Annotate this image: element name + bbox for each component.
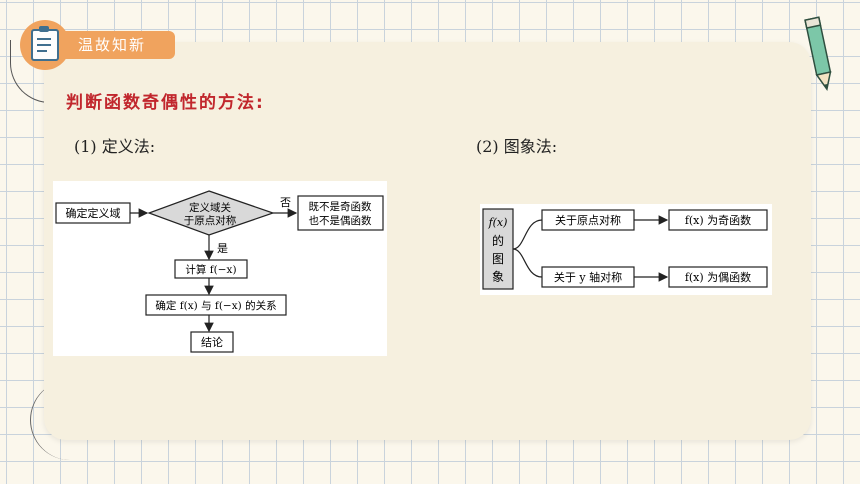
- flow-relation-box: [145, 294, 287, 316]
- flow-no-result-text: 既不是奇函数: [309, 200, 372, 213]
- flow-yes-label: 是: [217, 242, 228, 255]
- branch1-condition-text: 关于原点对称: [555, 213, 621, 227]
- flow-no-result-box: [297, 195, 384, 231]
- clipboard-icon: [31, 26, 59, 61]
- flow-conclusion-text: 结论: [201, 335, 223, 349]
- branch-connector: [512, 248, 543, 278]
- decorative-arc: [30, 380, 71, 460]
- flow-no-label: 否: [280, 196, 291, 209]
- graph-source-text: 图: [492, 252, 504, 266]
- flow-decision-text: 定义域关: [189, 201, 231, 214]
- flow-compute-text: 计算 f(−x): [185, 263, 236, 276]
- branch1-result-text: f(x) 为奇函数: [685, 214, 751, 227]
- flow-decision-text: 于原点对称: [184, 214, 237, 227]
- branch1-result-box: [668, 209, 768, 231]
- method-graph-label: (2) 图象法:: [476, 137, 558, 156]
- flow-no-result-text: 也不是偶函数: [309, 214, 372, 227]
- flow-start-text: 确定定义域: [66, 206, 121, 220]
- pencil-icon: [804, 16, 832, 91]
- branch-connector: [512, 219, 543, 250]
- section-badge-label: 温故知新: [56, 31, 175, 59]
- branch2-result-box: [668, 266, 768, 288]
- flow-conclusion-box: [190, 331, 234, 353]
- graph-source-text: 象: [492, 270, 504, 284]
- definition-flowchart: 确定定义域 定义域关 于原点对称 否 既不是奇函数 也不是偶函数 是 计算 f(…: [53, 181, 387, 356]
- branch2-result-text: f(x) 为偶函数: [685, 271, 751, 284]
- flow-compute-box: [174, 259, 248, 279]
- page-heading: 判断函数奇偶性的方法:: [66, 93, 265, 113]
- graph-source-box: [482, 208, 514, 290]
- section-badge: [20, 20, 70, 70]
- graph-source-text: 的: [492, 233, 504, 248]
- flow-relation-text: 确定 f(x) 与 f(−x) 的关系: [155, 299, 276, 312]
- graph-source-text: f(x): [488, 216, 508, 229]
- method-definition-label: (1) 定义法:: [74, 137, 156, 156]
- graph-method-diagram: f(x) 的 图 象 关于原点对称 f(x) 为奇函数 关于 y 轴对称 f(x…: [480, 204, 772, 295]
- branch2-condition-text: 关于 y 轴对称: [554, 270, 622, 284]
